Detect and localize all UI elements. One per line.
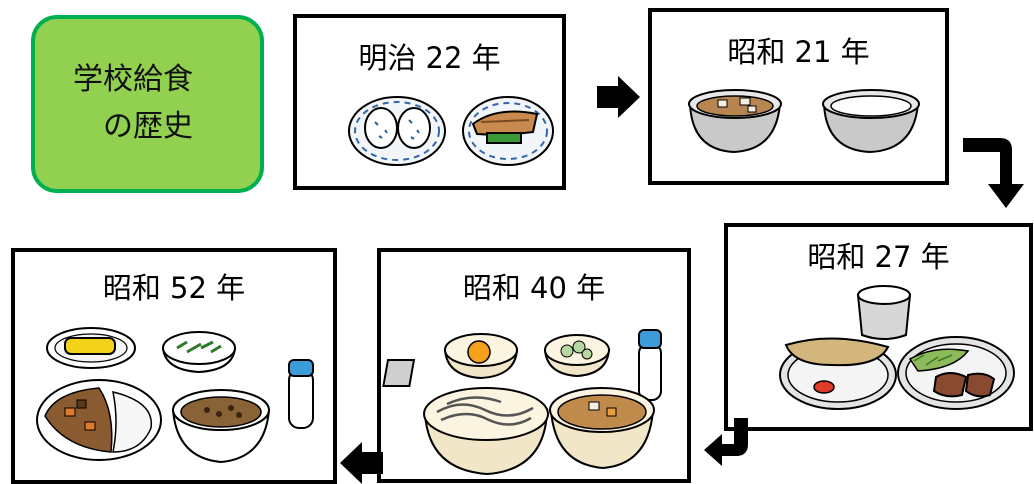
era-label: 昭和 52 年 [102, 271, 246, 305]
era-card-showa-21: 昭和 21 年 [648, 8, 949, 185]
koppepan-plate [779, 337, 897, 410]
era-food-illustrations [382, 329, 662, 476]
era-card-meiji-22: 明治 22 年 [293, 14, 566, 190]
omelette-plate [46, 327, 136, 369]
era-card-showa-27: 昭和 27 年 [724, 223, 1033, 431]
arrow-right-icon [597, 76, 640, 118]
fried-egg-bowl [443, 333, 519, 380]
dressed-vegetables [543, 334, 611, 378]
onigiri-plate [348, 96, 446, 166]
milk-bowl [822, 89, 920, 154]
grilled-fish-plate [462, 96, 554, 166]
salad-and-whale-plate [897, 336, 1015, 410]
greens-bowl [161, 331, 237, 374]
era-food-illustrations [688, 89, 920, 154]
miso-soup-bowl [688, 89, 782, 154]
milk-cup [856, 285, 912, 340]
stew-bowl [549, 387, 655, 470]
bean-stew-bowl [171, 389, 271, 464]
era-label: 昭和 27 年 [807, 240, 950, 274]
era-label: 昭和 40 年 [462, 271, 606, 305]
milk-bottle [288, 359, 314, 429]
era-food-illustrations [779, 285, 1015, 410]
cheese [382, 359, 416, 387]
milk-bottle [638, 329, 662, 401]
era-card-showa-52: 昭和 52 年 [11, 248, 337, 484]
title-line-2: の歴史 [103, 109, 193, 144]
soft-noodles [423, 387, 549, 476]
title-card: 学校給食 の歴史 [31, 15, 264, 193]
era-food-illustrations [36, 327, 314, 464]
era-card-showa-40: 昭和 40 年 [377, 248, 691, 483]
title-line-1: 学校給食 [73, 62, 193, 97]
era-food-illustrations [348, 96, 554, 166]
era-label: 明治 22 年 [358, 41, 501, 75]
curry-rice [36, 379, 162, 461]
arrow-turn-down-icon [963, 138, 1024, 208]
era-label: 昭和 21 年 [727, 35, 870, 69]
